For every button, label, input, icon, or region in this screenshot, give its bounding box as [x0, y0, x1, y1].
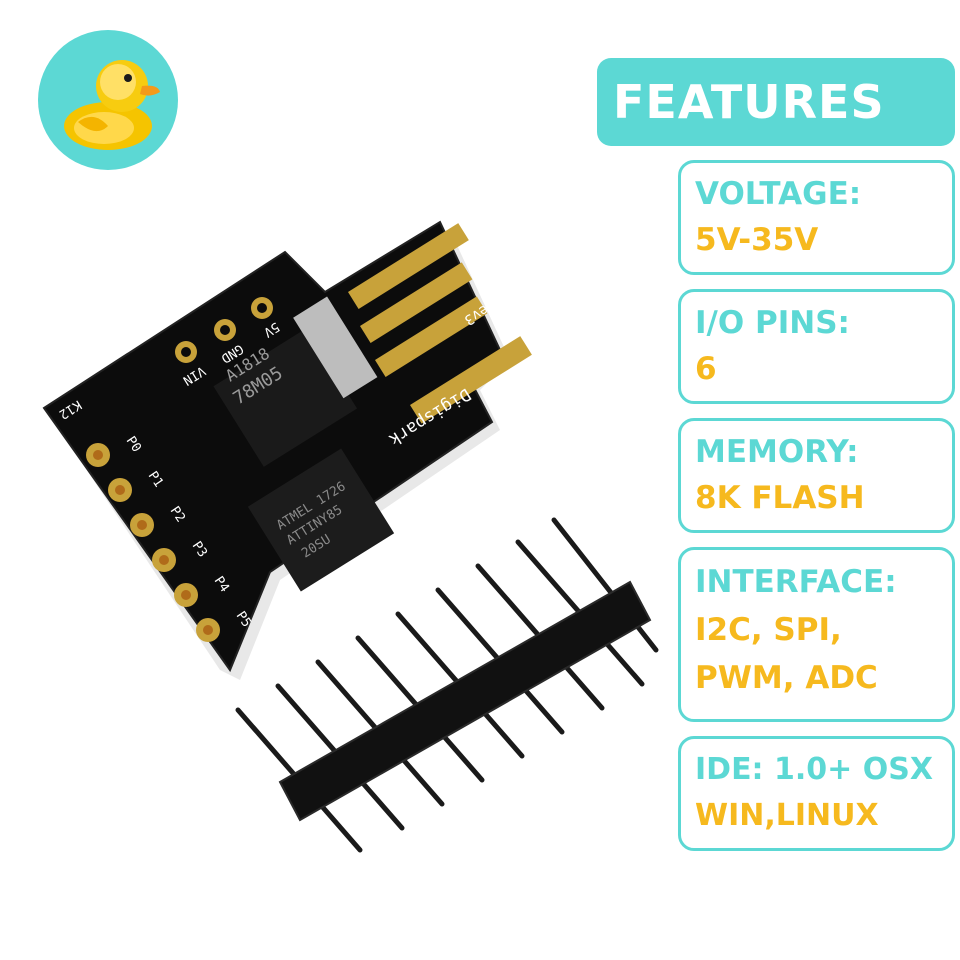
feature-label: MEMORY: — [695, 434, 859, 470]
feature-label: I/O PINS: — [695, 305, 850, 341]
feature-value: 5V-35V — [695, 222, 819, 258]
feature-value: 6 — [695, 351, 717, 387]
pin-label-5v: 5V — [260, 319, 281, 340]
feature-card-interface: INTERFACE: I2C, SPI, PWM, ADC — [678, 547, 955, 722]
features-title: FEATURES — [597, 58, 955, 146]
pin-label-p2: P2 — [167, 504, 188, 525]
pin-label-p3: P3 — [189, 539, 210, 560]
feature-card-io-pins: I/O PINS: 6 — [678, 289, 955, 404]
pin-label-p0: P0 — [123, 434, 144, 455]
feature-label: INTERFACE: — [695, 564, 897, 600]
feature-value-line-2: PWM, ADC — [695, 660, 878, 696]
feature-card-memory: MEMORY: 8K FLASH — [678, 418, 955, 533]
pin-label-p4: P4 — [211, 574, 232, 596]
feature-label: VOLTAGE: — [695, 176, 862, 212]
feature-value-line-1: I2C, SPI, — [695, 612, 842, 648]
feature-value: 8K FLASH — [695, 480, 865, 516]
feature-value: WIN,LINUX — [695, 798, 879, 833]
pin-label-p5: P5 — [233, 609, 254, 630]
rubber-duck-icon — [64, 60, 160, 150]
pin-label-p1: P1 — [145, 469, 166, 490]
feature-card-ide: IDE: 1.0+ OSX WIN,LINUX — [678, 736, 955, 851]
feature-card-voltage: VOLTAGE: 5V-35V — [678, 160, 955, 275]
logo — [38, 30, 178, 170]
feature-label: IDE: 1.0+ OSX — [695, 752, 933, 787]
digispark-board-image: 78M05 A1818 ATMEL 1726 ATTINY85 20SU P0 — [30, 200, 670, 860]
